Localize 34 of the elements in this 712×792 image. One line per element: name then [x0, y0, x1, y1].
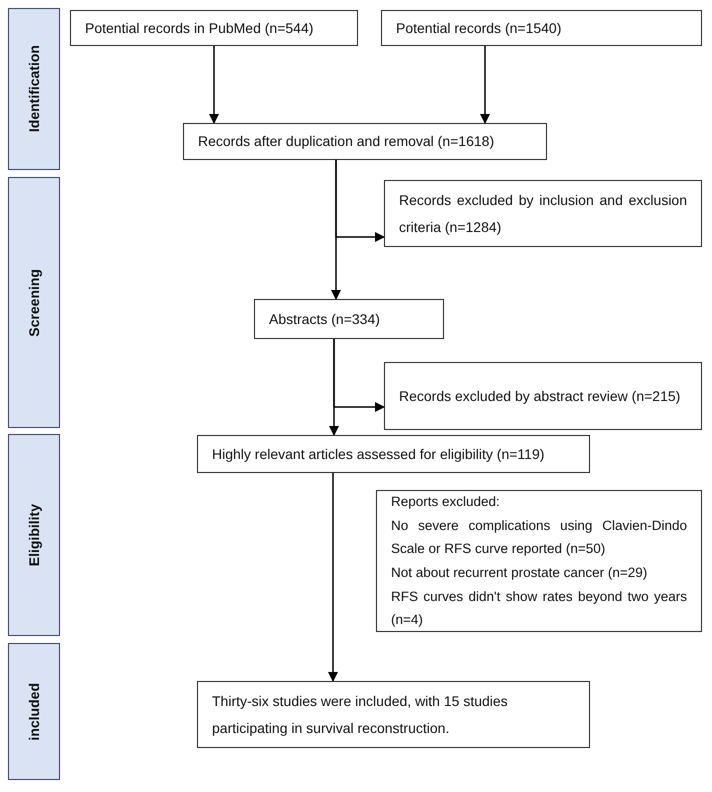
arrow: [209, 46, 219, 124]
process-box: [384, 362, 702, 430]
box-text: Records after duplication and removal (n=1618): [198, 132, 496, 152]
box-text: Records excluded by abstract review (n=215): [399, 386, 682, 406]
arrow: [333, 339, 385, 412]
process-box: [197, 681, 590, 748]
process-box: [70, 10, 358, 46]
stage-label: Identification: [26, 45, 42, 133]
exclusion-box: [376, 490, 702, 632]
arrow: [328, 473, 338, 682]
exclusion-text: Reports excluded:: [391, 493, 501, 512]
exclusion-text: Not about recurrent prostate cancer (n=29): [391, 564, 648, 582]
box-text: Highly relevant articles assessed for eligibility (n=119): [212, 444, 546, 464]
process-box: [254, 299, 444, 339]
exclusion-text: RFS curves didn't show rates beyond two years (n=4): [391, 588, 687, 630]
process-box: [384, 180, 702, 247]
box-text: Records excluded by inclusion and exclusion criteria (n=1284): [399, 190, 687, 237]
box-text: Abstracts (n=334): [269, 310, 381, 329]
process-box: [197, 435, 590, 473]
arrow: [480, 46, 490, 124]
stage-label: Screening: [26, 268, 42, 336]
box-text: Thirty-six studies were included, with 15 studies participating in survival reconstruction.: [212, 692, 509, 738]
process-box: [381, 10, 702, 46]
stage-band: [8, 177, 60, 428]
stage-label: Eligibility: [26, 504, 42, 566]
box-text: Potential records (n=1540): [396, 18, 562, 38]
stage-band: [8, 643, 60, 780]
process-box: [183, 123, 547, 160]
box-text: Potential records in PubMed (n=544): [85, 18, 314, 38]
stage-band: [8, 8, 60, 170]
arrow: [335, 160, 385, 242]
stage-band: [8, 434, 60, 636]
exclusion-text: No severe complications using Clavien-Dindo Scale or RFS curve reported (n=50): [391, 516, 687, 558]
stage-label: included: [26, 682, 42, 740]
